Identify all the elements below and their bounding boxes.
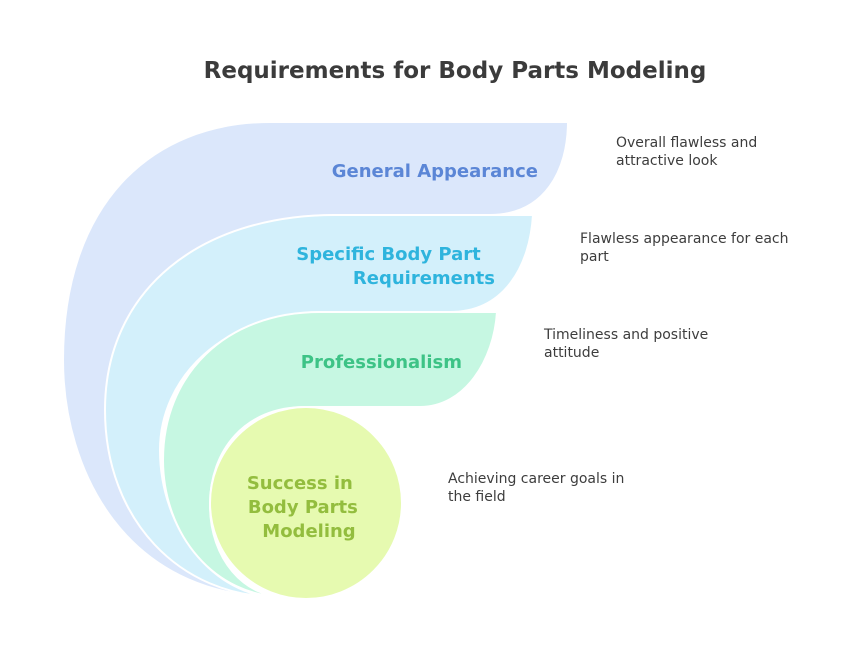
diagram-title: Requirements for Body Parts Modeling (204, 58, 707, 84)
core-label-line-3: Modeling (262, 521, 355, 542)
core-label: Success in Body Parts Modeling (247, 473, 364, 542)
layer-specific-body-part-requirements (103, 214, 535, 598)
layer-3-description-line-2: attitude (544, 345, 599, 361)
layer-1-label: General Appearance (332, 161, 538, 182)
layer-3-label-line-1: Professionalism (301, 352, 462, 373)
layer-1-label-line-1: General Appearance (332, 161, 538, 182)
layer-2-label: Specific Body Part Requirements (296, 244, 495, 289)
core-description-line-2: the field (448, 489, 506, 505)
layer-1-description-line-1: Overall flawless and (616, 135, 757, 151)
core-description: Achieving career goals in the field (448, 471, 629, 505)
layer-2-label-line-2: Requirements (353, 268, 495, 289)
layer-3-label: Professionalism (301, 352, 462, 373)
core-label-line-2: Body Parts (248, 497, 358, 518)
layer-1-description: Overall flawless and attractive look (616, 135, 762, 169)
core-success-circle (209, 406, 403, 600)
layer-2-description-line-1: Flawless appearance for each (580, 231, 789, 247)
layer-3-description-line-1: Timeliness and positive (543, 327, 708, 343)
core-label-line-1: Success in (247, 473, 353, 494)
layer-1-description-line-2: attractive look (616, 153, 718, 169)
layer-2-description: Flawless appearance for each part (580, 231, 793, 265)
core-description-line-1: Achieving career goals in (448, 471, 624, 487)
layer-2-label-line-1: Specific Body Part (296, 244, 481, 265)
layer-3-description: Timeliness and positive attitude (543, 327, 713, 361)
layer-2-description-line-2: part (580, 249, 609, 265)
